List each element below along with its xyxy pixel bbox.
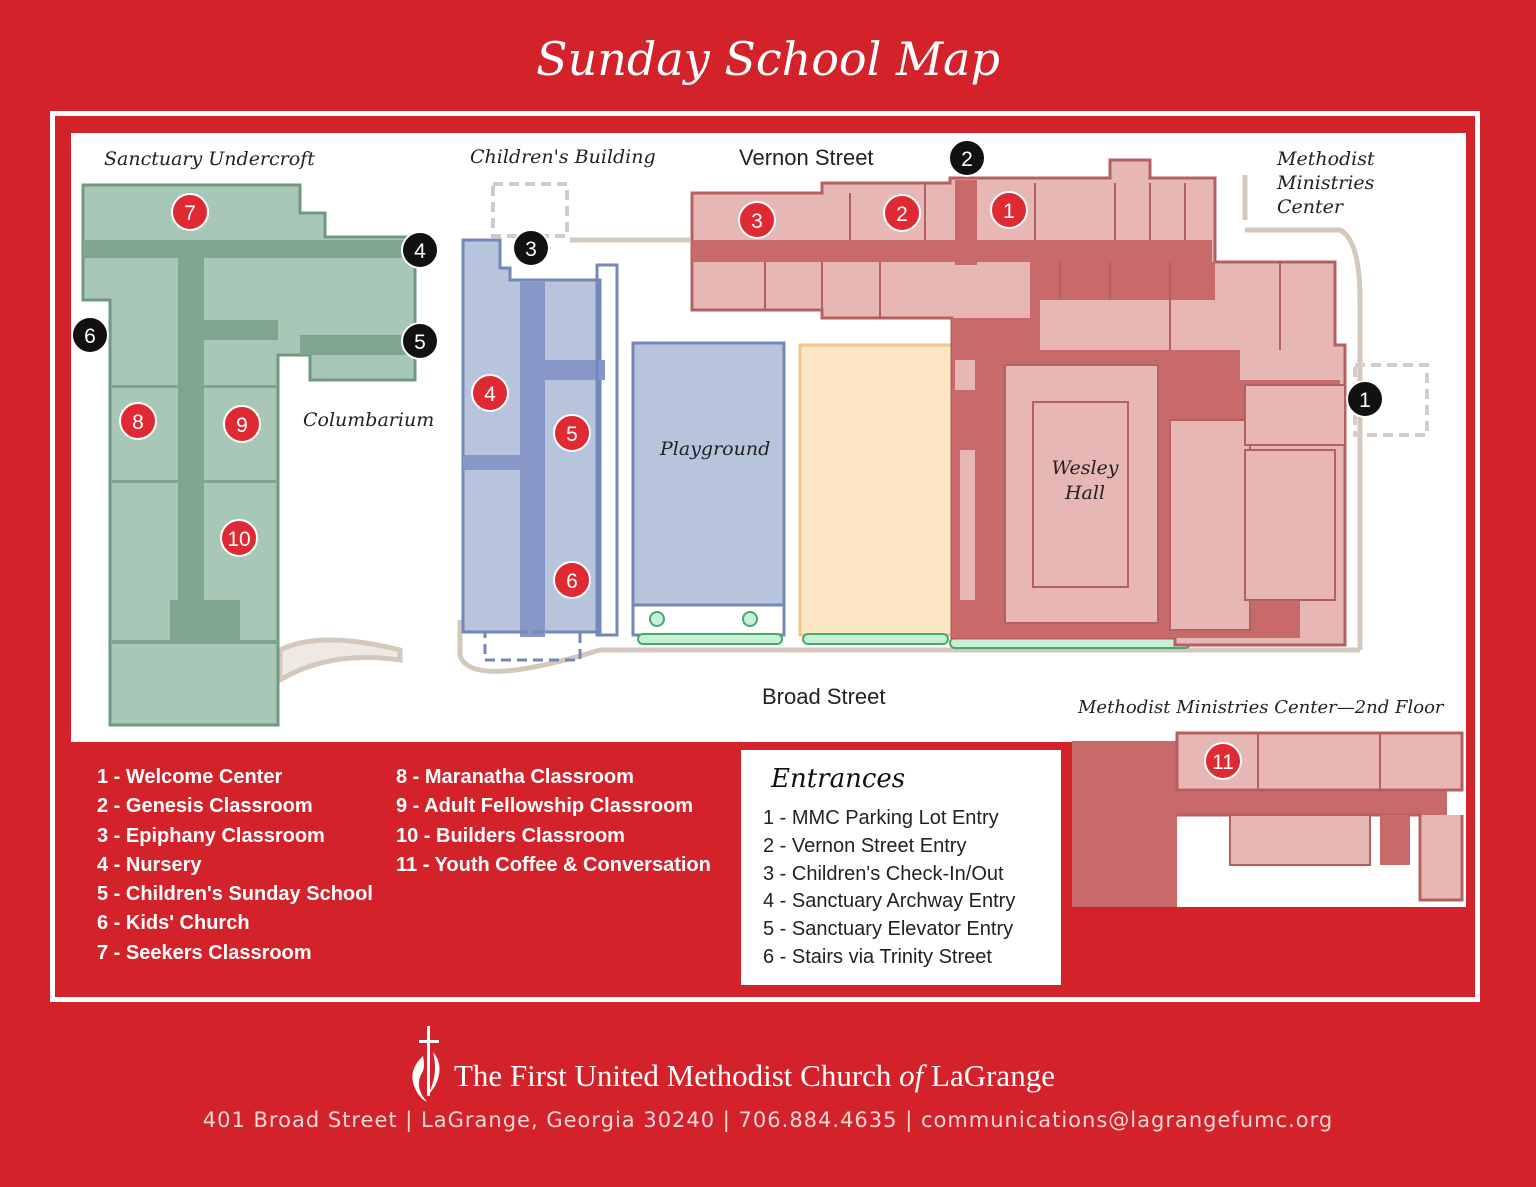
courtyard-area [798,343,954,637]
room-marker-2 [883,194,921,232]
entrance-item: 4 - Sanctuary Archway Entry [763,890,1016,913]
entrance-marker-6 [71,316,109,354]
room-marker-shapes [119,191,1242,780]
cross-and-flame-logo [412,1026,440,1102]
playground-area [631,341,786,607]
classroom-legend-right: 8 - Maranatha Classroom 9 - Adult Fellow… [396,763,711,880]
room-marker-1 [990,191,1028,229]
church-name-of: of [899,1058,924,1093]
legend-item: 3 - Epiphany Classroom [97,824,325,847]
church-name-pre: The First United Methodist Church [454,1058,900,1093]
room-marker-6 [553,561,591,599]
entrance-marker-label: 6 [84,325,96,348]
room-marker-4 [471,374,509,412]
legend-item: 10 - Builders Classroom [396,824,625,847]
page-title: Sunday School Map [536,32,1000,86]
legend-item: 1 - Welcome Center [97,766,283,788]
label-playground: Playground [660,438,771,460]
room-marker-10 [220,519,258,557]
label-columbarium: Columbarium [303,409,435,431]
room-marker-label: 8 [132,411,144,434]
room-marker-label: 1 [1003,200,1015,223]
label-methodist-ministries-center: Methodist Ministries Center [1277,148,1375,218]
legend-item: 8 - Maranatha Classroom [396,766,634,788]
label-childrens-building: Children's Building [470,146,656,168]
entrance-marker-shapes [71,139,1384,418]
entrance-marker-label: 3 [525,238,537,261]
entrance-marker-4 [401,231,439,269]
legend-item: 7 - Seekers Classroom [97,941,312,964]
classroom-legend-left: 1 - Welcome Center 2 - Genesis Classroom… [97,763,373,968]
entrance-item: 1 - MMC Parking Lot Entry [763,807,999,829]
label-mmc-2nd-floor: Methodist Ministries Center—2nd Floor [1078,697,1444,718]
entrance-item: 3 - Children's Check-In/Out [763,862,1004,885]
room-marker-label: 2 [896,203,908,226]
room-marker-11 [1204,742,1242,780]
legend-item: 5 - Children's Sunday School [97,883,373,906]
legend-item: 4 - Nursery [97,853,202,876]
street-broad: Broad Street [762,684,886,709]
entrances-list: 1 - MMC Parking Lot Entry 2 - Vernon Str… [763,805,1015,972]
label-sanctuary-undercroft: Sanctuary Undercroft [104,148,315,170]
entrance-marker-label: 5 [414,331,426,354]
entrance-marker-label: 2 [961,148,973,171]
entrance-marker-3 [512,229,550,267]
legend-item: 6 - Kids' Church [97,912,250,935]
church-name: The First United Methodist Church of LaG… [454,1058,1055,1094]
room-marker-label: 6 [566,570,578,593]
legend-item: 9 - Adult Fellowship Classroom [396,795,694,818]
room-marker-5 [553,414,591,452]
mmc-2nd-floor-plan [1072,731,1466,907]
room-marker-3 [738,201,776,239]
entrance-marker-label: 4 [414,240,426,263]
entrance-item: 2 - Vernon Street Entry [763,834,967,857]
room-marker-label: 7 [184,202,196,225]
entrance-item: 5 - Sanctuary Elevator Entry [763,918,1014,941]
entrance-marker-1 [1346,380,1384,418]
main-building [690,158,1347,647]
room-marker-label: 10 [227,528,250,551]
contact-info: 401 Broad Street | LaGrange, Georgia 302… [202,1108,1334,1132]
room-marker-7 [171,193,209,231]
legend-item: 2 - Genesis Classroom [97,795,313,818]
room-marker-label: 9 [236,414,248,437]
sanctuary-undercroft-building [81,183,417,727]
childrens-building [461,238,619,662]
room-marker-9 [223,405,261,443]
entrance-item: 6 - Stairs via Trinity Street [763,945,992,968]
room-marker-label: 5 [566,423,578,446]
room-marker-8 [119,402,157,440]
entrances-heading: Entrances [771,764,906,794]
entrance-marker-label: 1 [1359,389,1371,412]
legend-item: 11 - Youth Coffee & Conversation [396,853,711,876]
street-vernon: Vernon Street [739,145,874,170]
room-marker-labels: 1 2 3 4 5 6 7 8 9 10 11 [132,200,1234,774]
room-marker-label: 3 [751,210,763,233]
church-name-post: LaGrange [923,1058,1055,1093]
walkways [277,175,1363,685]
entrances-panel: Entrances 1 - MMC Parking Lot Entry 2 - … [741,750,1061,985]
childrens-building-outline [491,182,569,238]
label-wesley-hall: Wesley Hall [1051,457,1119,504]
room-marker-label: 11 [1212,751,1234,774]
entrance-marker-labels: 1 2 3 4 5 6 [84,148,1371,412]
map-frame [50,111,1480,1002]
room-marker-label: 4 [484,383,496,406]
entrance-marker-2 [948,139,986,177]
entrance-marker-5 [401,322,439,360]
